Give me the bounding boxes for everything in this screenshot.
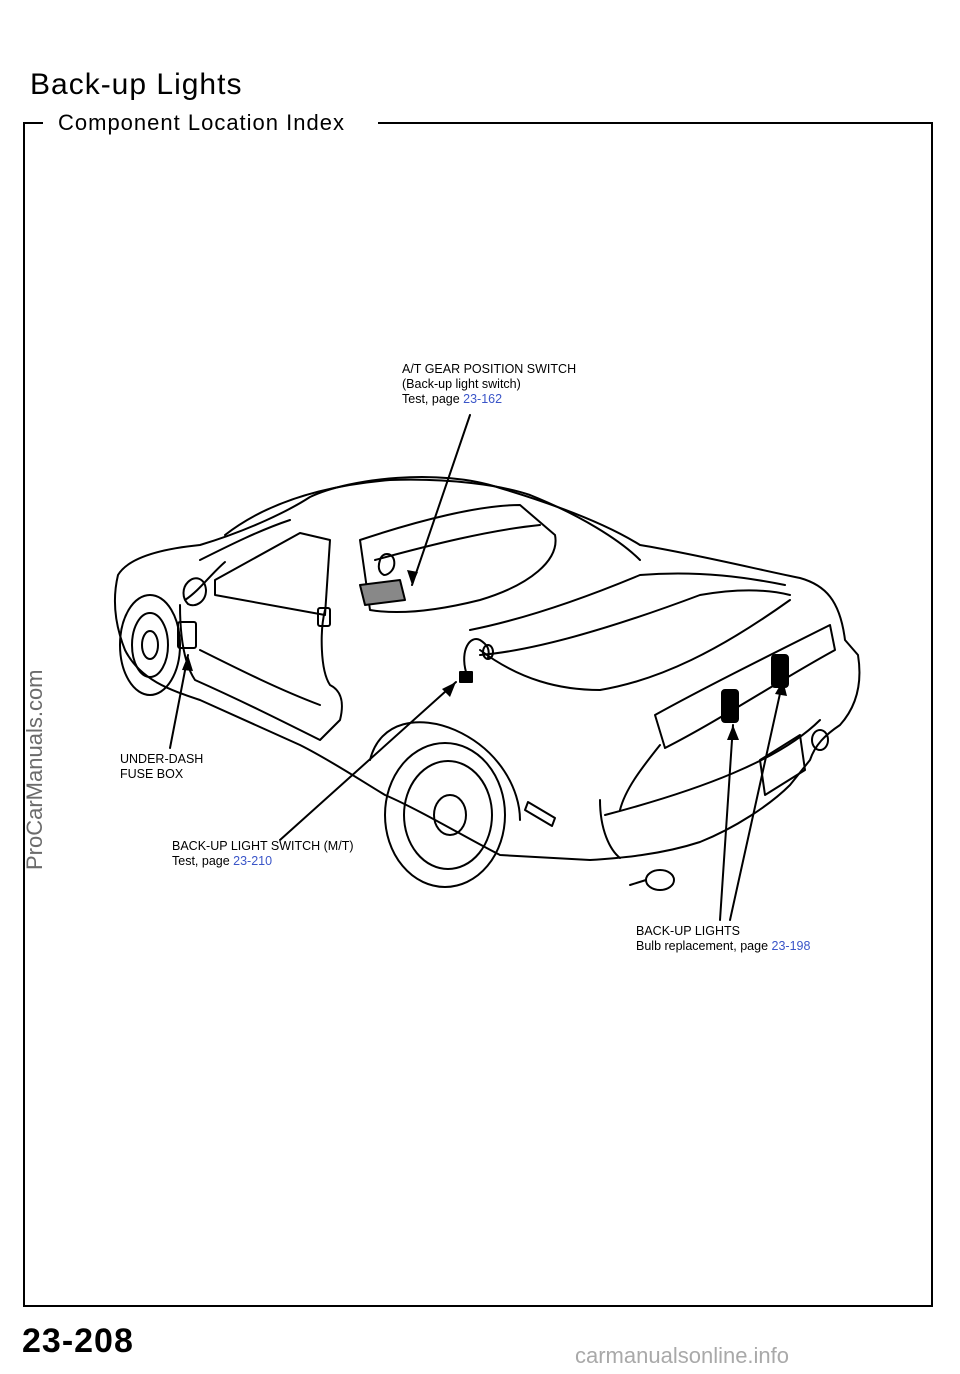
callout-backup-lights: BACK-UP LIGHTS Bulb replacement, page 23… (636, 924, 810, 954)
callout-backup-lights-line1: BACK-UP LIGHTS (636, 924, 740, 938)
watermark-bottom: carmanualsonline.info (575, 1343, 790, 1368)
callout-under-dash-line1: UNDER-DASH (120, 752, 204, 766)
callout-at-gear-position-switch: A/T GEAR POSITION SWITCH (Back-up light … (402, 362, 576, 407)
callout-backup-light-switch-mt: BACK-UP LIGHT SWITCH (M/T) Test, page 23… (172, 839, 354, 869)
section-frame-top-left (23, 122, 43, 124)
section-frame (23, 122, 933, 1307)
section-frame-top-right (378, 122, 933, 124)
callout-backup-switch-line2-prefix: Test, page (172, 854, 234, 868)
page-number: 23-208 (22, 1322, 134, 1360)
callout-at-gear-switch-line2: (Back-up light switch) (402, 377, 521, 391)
callout-at-gear-switch-line1: A/T GEAR POSITION SWITCH (402, 362, 577, 376)
page-link-23-210[interactable]: 23-210 (233, 854, 273, 868)
callout-backup-lights-line2-prefix: Bulb replacement, page (636, 939, 772, 953)
page-title: Back-up Lights (30, 68, 243, 101)
page-link-23-162[interactable]: 23-162 (463, 392, 503, 406)
page-link-23-198[interactable]: 23-198 (771, 939, 811, 953)
callout-backup-switch-line1: BACK-UP LIGHT SWITCH (M/T) (172, 839, 354, 853)
callout-at-gear-switch-line3-prefix: Test, page (402, 392, 464, 406)
callout-under-dash-fuse-box: UNDER-DASH FUSE BOX (120, 752, 203, 782)
watermark-left: ProCarManuals.com (22, 669, 47, 870)
section-title: Component Location Index (58, 110, 345, 135)
callout-under-dash-line2: FUSE BOX (120, 767, 184, 781)
